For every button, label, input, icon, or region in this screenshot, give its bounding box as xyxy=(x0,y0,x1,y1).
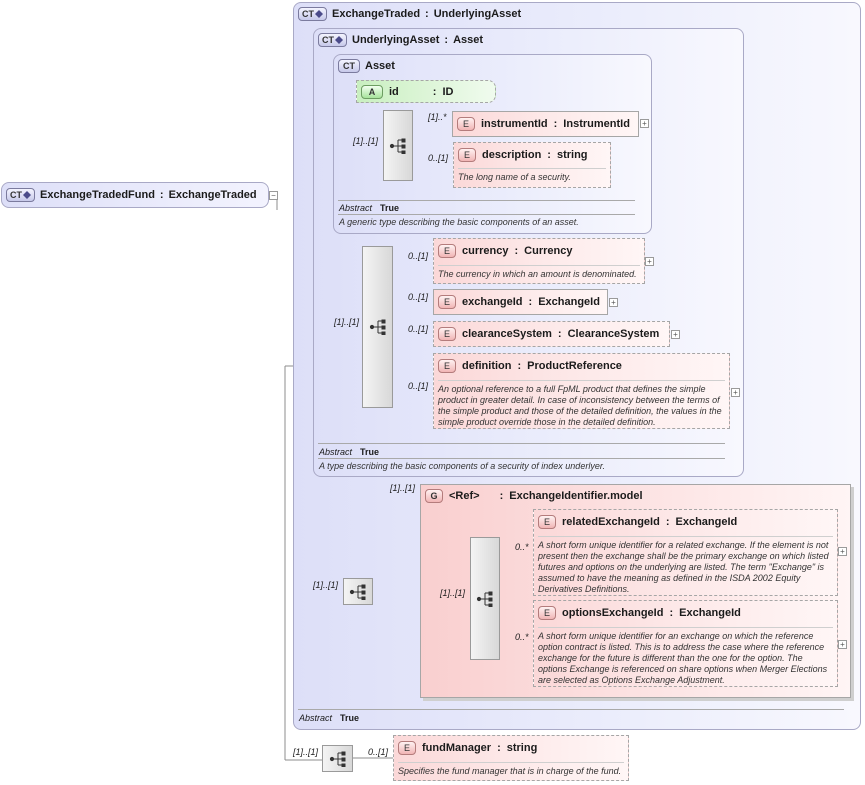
expand-toggle[interactable]: + xyxy=(838,547,847,556)
sequence-icon xyxy=(329,751,345,767)
sequence-icon xyxy=(476,591,493,607)
expand-toggle[interactable]: + xyxy=(609,298,618,307)
sequence-icon xyxy=(389,138,406,154)
attribute-icon: A xyxy=(361,85,383,99)
element-exchange-id[interactable]: E exchangeId:ExchangeId xyxy=(433,289,608,315)
sequence-multiplicity: [1]..[1] xyxy=(313,580,339,590)
type-description: A type describing the basic components o… xyxy=(319,461,605,471)
node-type: Asset xyxy=(453,34,484,46)
divider xyxy=(338,200,635,201)
element-icon: E xyxy=(398,741,416,755)
expand-toggle[interactable]: + xyxy=(640,119,649,128)
attribute-id[interactable]: A id : ID xyxy=(356,80,496,103)
sequence-multiplicity: [1]..[1] xyxy=(440,588,466,598)
sequence-icon xyxy=(349,584,366,600)
complex-type-icon: CT xyxy=(298,7,327,21)
node-name: Asset xyxy=(365,60,395,72)
element-icon: E xyxy=(538,606,556,620)
element-icon: E xyxy=(438,327,456,341)
element-icon: E xyxy=(438,244,456,258)
element-icon: E xyxy=(438,359,456,373)
group-multiplicity: [1]..[1] xyxy=(390,483,416,493)
collapse-toggle[interactable]: − xyxy=(269,191,278,200)
expand-toggle[interactable]: + xyxy=(731,388,740,397)
element-icon: E xyxy=(457,117,475,131)
element-icon: E xyxy=(458,148,476,162)
expand-toggle[interactable]: + xyxy=(838,640,847,649)
sequence-compositor[interactable] xyxy=(383,110,413,181)
element-icon: E xyxy=(438,295,456,309)
expand-toggle[interactable]: + xyxy=(671,330,680,339)
element-related-exchange-id[interactable]: E relatedExchangeId:ExchangeId A short f… xyxy=(533,509,838,596)
group-ref: <Ref> xyxy=(449,490,480,502)
element-definition[interactable]: E definition:ProductReference An optiona… xyxy=(433,353,730,429)
group-name: ExchangeIdentifier.model xyxy=(509,490,643,502)
element-clearance-system[interactable]: E clearanceSystem:ClearanceSystem xyxy=(433,321,670,347)
sequence-compositor[interactable] xyxy=(343,578,373,605)
sequence-icon xyxy=(369,319,385,335)
element-fund-manager[interactable]: E fundManager:string Specifies the fund … xyxy=(393,735,629,781)
attribute-name: id xyxy=(389,86,399,98)
exchange-traded-fund-node[interactable]: CT ExchangeTradedFund : ExchangeTraded xyxy=(1,182,269,208)
element-options-exchange-id[interactable]: E optionsExchangeId:ExchangeId A short f… xyxy=(533,600,838,687)
sequence-multiplicity: [1]..[1] xyxy=(293,747,319,757)
complex-type-icon: CT xyxy=(338,59,360,73)
element-icon: E xyxy=(538,515,556,529)
element-instrument-id[interactable]: E instrumentId:InstrumentId xyxy=(452,111,639,137)
sequence-compositor[interactable] xyxy=(470,537,500,660)
complex-type-icon: CT xyxy=(318,33,347,47)
sequence-multiplicity: [1]..[1] xyxy=(353,136,379,146)
expand-toggle[interactable]: + xyxy=(645,257,654,266)
divider xyxy=(298,709,844,710)
sequence-multiplicity: [1]..[1] xyxy=(334,317,360,327)
attribute-type: ID xyxy=(442,86,454,98)
divider xyxy=(318,458,725,459)
node-name: ExchangeTradedFund xyxy=(40,189,155,201)
divider xyxy=(318,443,725,444)
element-description[interactable]: E description:string The long name of a … xyxy=(453,142,611,188)
type-description: A generic type describing the basic comp… xyxy=(339,217,579,227)
divider xyxy=(338,214,635,215)
element-currency[interactable]: E currency:Currency The currency in whic… xyxy=(433,238,645,284)
node-name: UnderlyingAsset xyxy=(352,34,440,46)
sequence-compositor[interactable] xyxy=(322,745,353,772)
group-icon: G xyxy=(425,489,443,503)
complex-type-icon: CT xyxy=(6,188,35,202)
node-type: UnderlyingAsset xyxy=(433,8,522,20)
node-name: ExchangeTraded xyxy=(332,8,421,20)
node-type: ExchangeTraded xyxy=(168,189,257,201)
sequence-compositor[interactable] xyxy=(362,246,393,408)
